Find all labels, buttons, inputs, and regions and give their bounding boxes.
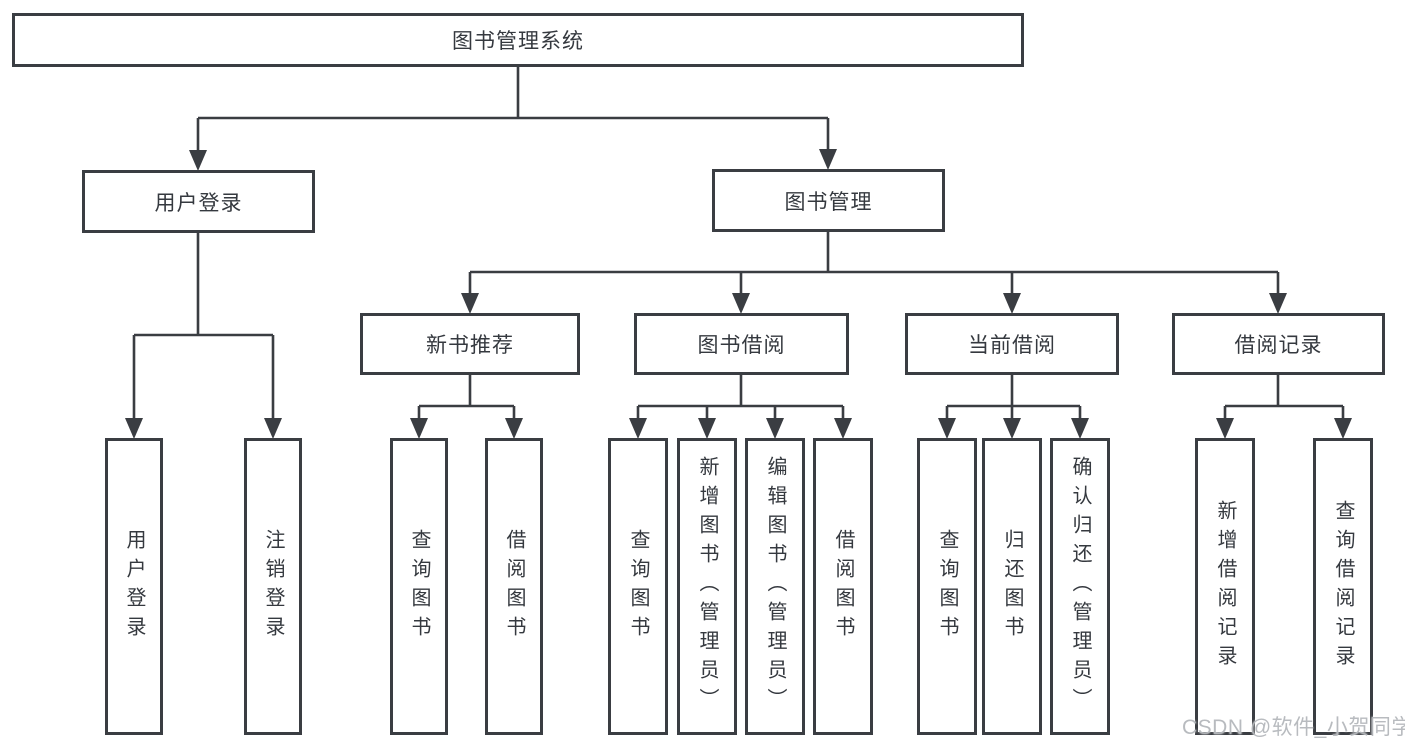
node-leaf-add-borrow-record: 新增借阅记录 <box>1195 438 1255 735</box>
node-new-book-recommend: 新书推荐 <box>360 313 580 375</box>
leaf-label: 查询借阅记录 <box>1332 499 1354 674</box>
arrow-down-icon <box>410 418 428 439</box>
arrow-down-icon <box>505 418 523 439</box>
arrow-down-icon <box>834 418 852 439</box>
arrow-down-icon <box>189 150 207 171</box>
node-leaf-borrow-book-2: 借阅图书 <box>813 438 873 735</box>
arrow-down-icon <box>461 293 479 314</box>
node-leaf-query-book-3: 查询图书 <box>917 438 977 735</box>
arrow-down-icon <box>264 418 282 439</box>
connector-book-mgmt <box>468 232 1280 296</box>
connector-root <box>196 66 830 153</box>
arrow-down-icon <box>1269 293 1287 314</box>
arrow-down-icon <box>1334 418 1352 439</box>
node-book-borrow: 图书借阅 <box>634 313 849 375</box>
arrow-down-icon <box>938 418 956 439</box>
arrow-down-icon <box>819 149 837 170</box>
leaf-label: 确认归还（管理员） <box>1069 456 1091 717</box>
connector-current-borrow <box>945 375 1082 421</box>
leaf-label: 查询图书 <box>408 528 430 645</box>
node-book-management: 图书管理 <box>712 169 945 232</box>
leaf-label: 借阅图书 <box>503 528 525 645</box>
node-leaf-edit-book-admin: 编辑图书（管理员） <box>745 438 805 735</box>
node-root-system: 图书管理系统 <box>12 13 1024 67</box>
arrow-down-icon <box>629 418 647 439</box>
arrow-down-icon <box>1003 418 1021 439</box>
leaf-label: 新增借阅记录 <box>1214 499 1236 674</box>
connector-lines <box>132 66 1345 421</box>
node-leaf-add-book-admin: 新增图书（管理员） <box>677 438 737 735</box>
leaf-label: 新增图书（管理员） <box>696 456 718 717</box>
leaf-label: 用户登录 <box>123 528 145 645</box>
arrow-down-icon <box>1003 293 1021 314</box>
connector-book-borrow <box>636 375 845 421</box>
node-leaf-query-borrow-record: 查询借阅记录 <box>1313 438 1373 735</box>
watermark: CSDN @软件_小贺同学 <box>1182 716 1405 739</box>
node-leaf-return-book: 归还图书 <box>982 438 1042 735</box>
leaf-label: 归还图书 <box>1001 528 1023 645</box>
node-leaf-query-book-1: 查询图书 <box>390 438 448 735</box>
arrow-down-icon <box>698 418 716 439</box>
node-user-login: 用户登录 <box>82 170 315 233</box>
node-borrow-record: 借阅记录 <box>1172 313 1385 375</box>
connector-new-book <box>417 375 516 421</box>
node-leaf-confirm-return-admin: 确认归还（管理员） <box>1050 438 1110 735</box>
connector-borrow-record <box>1223 375 1345 421</box>
node-leaf-borrow-book-1: 借阅图书 <box>485 438 543 735</box>
arrowheads <box>125 149 1352 439</box>
arrow-down-icon <box>1216 418 1234 439</box>
arrow-down-icon <box>732 293 750 314</box>
node-current-borrow: 当前借阅 <box>905 313 1119 375</box>
node-leaf-logout: 注销登录 <box>244 438 302 735</box>
arrow-down-icon <box>1071 418 1089 439</box>
arrow-down-icon <box>766 418 784 439</box>
node-leaf-user-login: 用户登录 <box>105 438 163 735</box>
leaf-label: 借阅图书 <box>832 528 854 645</box>
leaf-label: 查询图书 <box>627 528 649 645</box>
leaf-label: 注销登录 <box>262 528 284 645</box>
node-leaf-query-book-2: 查询图书 <box>608 438 668 735</box>
leaf-label: 查询图书 <box>936 528 958 645</box>
leaf-label: 编辑图书（管理员） <box>764 456 786 717</box>
arrow-down-icon <box>125 418 143 439</box>
connector-user-login <box>132 233 275 421</box>
